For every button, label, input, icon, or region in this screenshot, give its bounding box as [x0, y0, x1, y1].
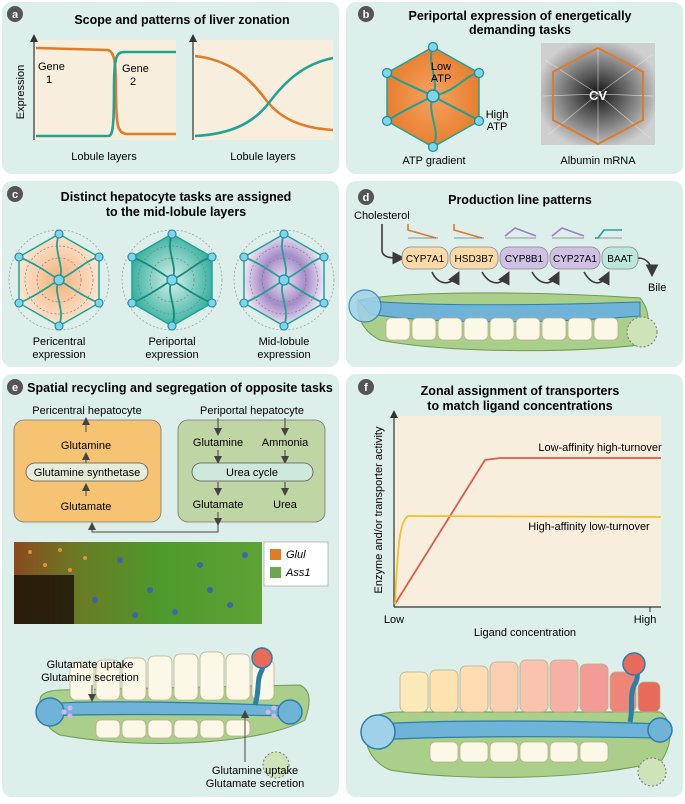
- panel-c-title-1: Distinct hepatocyte tasks are assigned: [61, 190, 292, 204]
- enzyme-cyp27a1: [549, 246, 601, 270]
- panel-e-title: Spatial recycling and segregation of opp…: [27, 381, 333, 395]
- y-axis-label: Expression: [15, 65, 27, 119]
- enzyme-cyp7a1: [401, 246, 449, 270]
- panel-e: e Spatial recycling and segregation of o…: [2, 374, 339, 797]
- panel-c: c Distinct hepatocyte tasks are assigned…: [2, 181, 339, 367]
- panel-c-title-2: to the mid-lobule layers: [106, 205, 246, 219]
- enzyme-label: CYP27A1: [553, 254, 597, 265]
- glutamate-periportal-label: Glutamate: [193, 499, 244, 511]
- low-atp-label-2: ATP: [431, 73, 452, 85]
- enzyme-cyp8b1: [499, 246, 549, 270]
- cv-label: CV: [589, 88, 607, 103]
- panel-letter: e: [12, 382, 18, 394]
- low-atp-label: Low: [431, 61, 451, 73]
- label-mid-lobule: Mid-lobule: [259, 336, 310, 348]
- urea-cycle-box: [191, 462, 314, 482]
- plot-f: [394, 416, 661, 607]
- panel-f-title-1: Zonal assignment of transporters: [421, 384, 620, 398]
- panel-f-title-2: to match ligand concentrations: [427, 399, 612, 413]
- x-axis-label: Ligand concentration: [474, 627, 576, 639]
- lobule-outline: [552, 46, 644, 146]
- hex-mid-lobule: [233, 229, 335, 331]
- panel-letter: d: [363, 192, 370, 204]
- series-low-affinity-label: Low-affinity high-turnover: [538, 442, 662, 454]
- label-periportal: Periportal: [148, 336, 195, 348]
- panel-b-title-2: demanding tasks: [469, 23, 571, 37]
- legend-swatch-glul: [270, 549, 281, 560]
- panel-letter: f: [364, 382, 368, 394]
- pericentral-hepatocyte-label: Pericentral hepatocyte: [32, 405, 141, 417]
- hepatocyte-row: [385, 317, 619, 341]
- legend-swatch-ass1: [270, 567, 281, 578]
- gene2-label-num: 2: [130, 76, 136, 88]
- series-high-affinity-low-turnover: [394, 515, 662, 605]
- gene1-label-num: 1: [46, 74, 52, 86]
- y-axis-label: Enzyme and/or transporter activity: [373, 426, 385, 593]
- periportal-hepatocyte-label: Periportal hepatocyte: [200, 405, 304, 417]
- label-mid-lobule-2: expression: [257, 349, 310, 361]
- panel-b-title-1: Periportal expression of energetically: [409, 9, 632, 23]
- gene1-label: Gene: [38, 61, 65, 73]
- glutamine-periportal-label: Glutamine: [193, 437, 243, 449]
- series-low-affinity-high-turnover: [394, 457, 661, 605]
- gradient-increasing: [194, 56, 334, 138]
- panel-d-title: Production line patterns: [448, 193, 592, 207]
- ammonia-label: Ammonia: [262, 437, 309, 449]
- label-periportal-2: expression: [145, 349, 198, 361]
- label-pericentral: Pericentral: [33, 336, 86, 348]
- bile-label: Bile: [648, 282, 666, 294]
- legend-ass1: Ass1: [285, 567, 310, 579]
- gradient-decreasing: [194, 54, 334, 132]
- panel-letter: c: [12, 189, 18, 201]
- glutamate-label: Glutamate: [61, 501, 112, 513]
- portal-nodes: [381, 41, 485, 153]
- glutamine-synthetase-box: [25, 462, 149, 482]
- gene1-curve: [35, 46, 176, 136]
- hex-pericentral: [8, 229, 110, 331]
- gene2-label: Gene: [122, 63, 149, 75]
- high-atp-label: High: [486, 109, 509, 121]
- panel-b: b Periportal expression of energetically…: [346, 2, 683, 174]
- enzyme-hsd3b7: [449, 246, 499, 270]
- urea-cycle-label: Urea cycle: [226, 467, 278, 479]
- cholesterol-label: Cholesterol: [354, 210, 410, 222]
- label-pericentral-2: expression: [32, 349, 85, 361]
- legend-glul: Glul: [286, 549, 306, 561]
- zonated-hepatocyte-row: [399, 659, 661, 763]
- hepatocyte-row: [69, 651, 275, 739]
- x-axis-label-left: Lobule layers: [71, 151, 137, 163]
- urea-label: Urea: [273, 499, 298, 511]
- x-axis-label-right: Lobule layers: [230, 151, 296, 163]
- glutamine-synthetase-label: Glutamine synthetase: [34, 467, 140, 479]
- enzyme-label: HSD3B7: [455, 254, 494, 265]
- gene2-curve: [36, 50, 176, 138]
- x-high-label: High: [634, 614, 657, 626]
- atp-caption: ATP gradient: [402, 155, 465, 167]
- uptake-left-label-2: Glutamine secretion: [41, 672, 139, 684]
- x-low-label: Low: [384, 614, 404, 626]
- plot-a-right: [193, 40, 333, 140]
- enzyme-label: CYP7A1: [406, 254, 445, 265]
- uptake-left-label-1: Glutamate uptake: [47, 659, 134, 671]
- hex-periportal: [121, 229, 223, 331]
- recycling-arrow: [88, 522, 219, 533]
- uptake-right-label-1: Glutamine uptake: [212, 765, 298, 777]
- enzyme-gradients: [407, 224, 622, 239]
- series-high-affinity-label: High-affinity low-turnover: [528, 521, 650, 533]
- albumin-caption: Albumin mRNA: [560, 155, 636, 167]
- plot-a-left: [34, 40, 176, 140]
- panel-a: a Scope and patterns of liver zonation G…: [2, 2, 339, 174]
- central-vein: [426, 89, 440, 103]
- high-atp-label-2: ATP: [487, 121, 508, 133]
- panel-letter: a: [12, 9, 19, 21]
- panel-d: d Production line patterns Cholesterol C…: [346, 181, 683, 367]
- uptake-right-label-2: Glutamate secretion: [206, 778, 304, 790]
- enzyme-label: BAAT: [607, 254, 632, 265]
- glutamine-label: Glutamine: [61, 440, 111, 452]
- enzyme-label: CYP8B1: [505, 254, 544, 265]
- panel-a-title: Scope and patterns of liver zonation: [74, 13, 289, 27]
- panel-f: f Zonal assignment of transporters to ma…: [346, 374, 683, 797]
- panel-letter: b: [363, 9, 370, 21]
